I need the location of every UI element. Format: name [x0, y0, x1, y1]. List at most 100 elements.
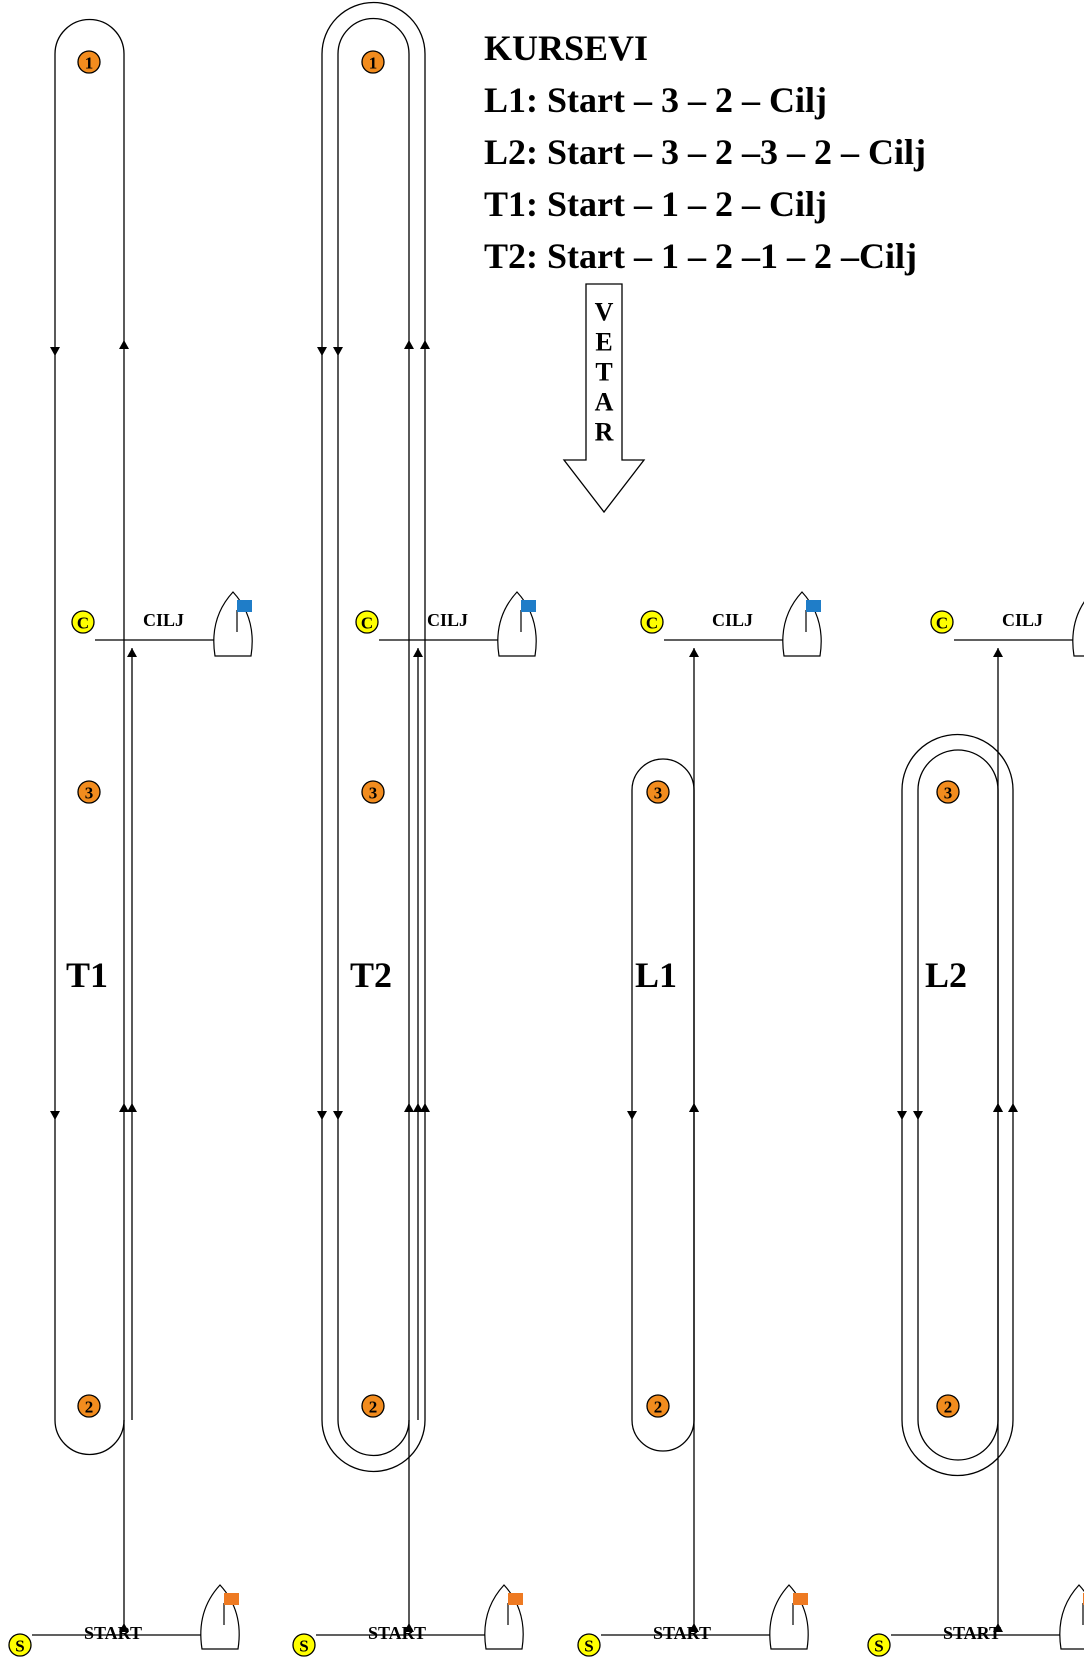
- course-arrow: [317, 1111, 327, 1120]
- course-loop-inner-T2: [337, 17, 410, 1457]
- flag-icon: [806, 600, 821, 612]
- course-arrow: [404, 1623, 414, 1632]
- course-label-L2: L2: [925, 955, 967, 995]
- course-arrow: [50, 347, 60, 356]
- course-arrow: [1008, 1103, 1018, 1112]
- boat-hull: [1059, 1584, 1084, 1650]
- committee-start-L2: [867, 1633, 891, 1657]
- mark-2-L2: [936, 1394, 960, 1418]
- flag-icon: [224, 1593, 239, 1605]
- course-arrow: [127, 1103, 137, 1112]
- course-loop-T2: [321, 1, 426, 1473]
- course-arrow: [404, 340, 414, 349]
- committee-start-T2-label: S: [299, 1637, 308, 1656]
- course-arrow: [420, 340, 430, 349]
- start-boat-T2: [484, 1584, 524, 1650]
- committee-finish-T1: [71, 610, 95, 634]
- mark-1-T1: [77, 50, 101, 74]
- flag-icon: [793, 1593, 808, 1605]
- mark-3-L1: [646, 780, 670, 804]
- course-arrow: [689, 648, 699, 657]
- course-label-L1: L1: [635, 955, 677, 995]
- course-arrow: [119, 1623, 129, 1632]
- legend-line-l2: L2: Start – 3 – 2 –3 – 2 – Cilj: [484, 132, 926, 172]
- mark-1-T1-label: 1: [85, 54, 94, 73]
- boat-hull: [1072, 601, 1084, 657]
- wind-letter-4: R: [595, 418, 614, 447]
- wind-letter-2: T: [595, 358, 612, 387]
- course-arrow: [119, 1103, 129, 1112]
- legend-line-l1: L1: Start – 3 – 2 – Cilj: [484, 80, 827, 120]
- course-arrow: [993, 1103, 1003, 1112]
- flag-icon: [508, 1593, 523, 1605]
- committee-start-L1: [577, 1633, 601, 1657]
- mark-3-T2: [361, 780, 385, 804]
- course-arrow: [420, 1103, 430, 1112]
- mark-3-T1: [77, 780, 101, 804]
- course-arrow: [897, 1111, 907, 1120]
- course-arrow: [333, 1111, 343, 1120]
- mark-2-L1: [646, 1394, 670, 1418]
- mark-2-T1-label: 2: [85, 1398, 94, 1417]
- course-arrow: [689, 1103, 699, 1112]
- start-label-L1: START: [653, 1623, 711, 1643]
- wind-arrow-shape: [562, 283, 646, 514]
- course-loop-L1: [631, 758, 695, 1452]
- course-arrow: [413, 1103, 423, 1112]
- mark-3-T2-label: 3: [369, 784, 378, 803]
- committee-start-T1: [8, 1633, 32, 1657]
- course-arrow: [413, 648, 423, 657]
- committee-start-T2: [292, 1633, 316, 1657]
- legend-line-t2: T2: Start – 1 – 2 –1 – 2 –Cilj: [484, 236, 917, 276]
- committee-finish-T2: [355, 610, 379, 634]
- legend-title: KURSEVI: [484, 28, 649, 68]
- mark-2-L2-label: 2: [944, 1398, 953, 1417]
- finish-label-T2: CILJ: [427, 610, 468, 630]
- mark-3-L1-label: 3: [654, 784, 663, 803]
- flag-icon: [521, 600, 536, 612]
- mark-2-L1-label: 2: [654, 1398, 663, 1417]
- mark-3-L2-label: 3: [944, 784, 953, 803]
- course-arrow: [993, 648, 1003, 657]
- course-arrow: [50, 1111, 60, 1120]
- start-label-L2: START: [943, 1623, 1001, 1643]
- finish-label-L2: CILJ: [1002, 610, 1043, 630]
- course-loop-inner-L2: [917, 749, 999, 1461]
- course-arrow: [689, 1623, 699, 1632]
- start-boat-L1: [769, 1584, 809, 1650]
- course-legend: KURSEVI L1: Start – 3 – 2 – Cilj L2: Sta…: [484, 22, 926, 282]
- committee-finish-L1-label: C: [646, 614, 658, 633]
- course-label-T2: T2: [350, 955, 392, 995]
- committee-finish-L2-label: C: [936, 614, 948, 633]
- legend-line-t1: T1: Start – 1 – 2 – Cilj: [484, 184, 827, 224]
- wind-letter-3: A: [595, 388, 614, 417]
- course-loop-T1: [54, 18, 125, 1456]
- mark-1-T2: [361, 50, 385, 74]
- wind-letter-1: E: [595, 328, 612, 357]
- committee-finish-L2: [930, 610, 954, 634]
- finish-label-L1: CILJ: [712, 610, 753, 630]
- course-label-T1: T1: [66, 955, 108, 995]
- committee-finish-T1-label: C: [77, 614, 89, 633]
- finish-boat-T1: [213, 591, 253, 657]
- start-boat-T1: [200, 1584, 240, 1650]
- course-arrow: [627, 1111, 637, 1120]
- start-label-T1: START: [84, 1623, 142, 1643]
- flag-icon: [237, 600, 252, 612]
- mark-2-T2: [361, 1394, 385, 1418]
- finish-boat-L1: [782, 591, 822, 657]
- start-boat-L2: [1059, 1584, 1084, 1650]
- committee-start-T1-label: S: [15, 1637, 24, 1656]
- course-arrow: [127, 648, 137, 657]
- course-arrow: [993, 1623, 1003, 1632]
- course-arrow: [333, 347, 343, 356]
- mark-3-L2: [936, 780, 960, 804]
- course-arrow: [119, 340, 129, 349]
- mark-3-T1-label: 3: [85, 784, 94, 803]
- mark-2-T1: [77, 1394, 101, 1418]
- finish-label-T1: CILJ: [143, 610, 184, 630]
- course-arrow: [913, 1111, 923, 1120]
